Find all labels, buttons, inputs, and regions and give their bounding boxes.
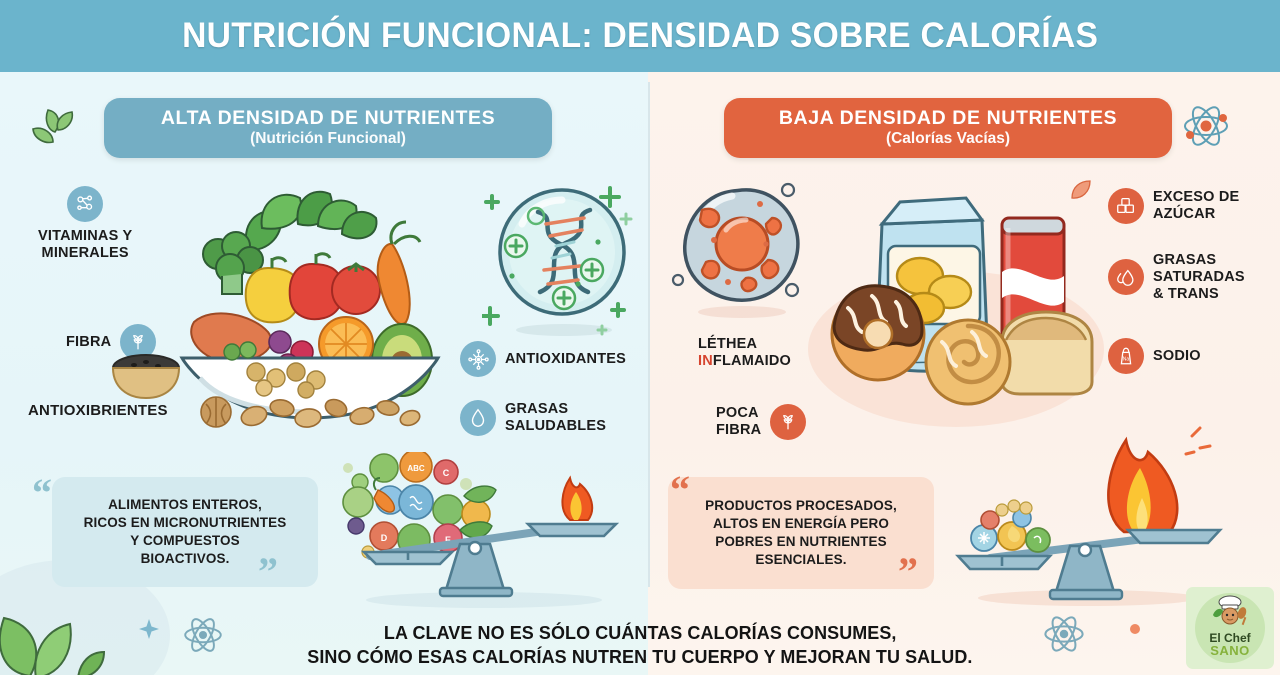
wheat-icon xyxy=(770,404,807,440)
feature-grasas-saturadas: GRASAS SATURADAS & TRANS xyxy=(1108,252,1245,302)
feature-label: VITAMINAS Y MINERALES xyxy=(38,228,133,261)
balance-scale-nutrients-illustration: ABC C D E xyxy=(342,452,620,608)
chef-character-icon xyxy=(1213,595,1247,626)
feature-antioxidantes: ANTIOXIDANTES xyxy=(460,341,626,377)
right-quote-close-mark: ” xyxy=(898,549,918,594)
junk-food-group-illustration xyxy=(808,196,1104,427)
feature-label-line2: INFLAMAIDO xyxy=(698,353,791,370)
feature-label: FIBRA xyxy=(66,333,112,350)
svg-text:D: D xyxy=(381,533,388,543)
right-quote-box: PRODUCTOS PROCESADOS, ALTOS EN ENERGÍA P… xyxy=(668,477,934,589)
sugar-cubes-icon xyxy=(1108,188,1144,224)
page-title: NUTRICIÓN FUNCIONAL: DENSIDAD SOBRE CALO… xyxy=(181,16,1099,55)
brand-logo: El Chef SANO xyxy=(1186,587,1274,669)
wheat-icon xyxy=(120,324,157,360)
feature-label: ANTIOXIBRIENTES xyxy=(28,402,168,419)
left-panel-title: ALTA DENSIDAD DE NUTRIENTES xyxy=(160,107,496,130)
logo-line-1: El Chef xyxy=(1209,631,1251,645)
svg-text:E: E xyxy=(445,535,451,545)
salt-shaker-icon: Na xyxy=(1108,338,1144,374)
svg-text:ABC: ABC xyxy=(407,464,425,473)
left-quote-box: ALIMENTOS ENTEROS, RICOS EN MICRONUTRIEN… xyxy=(52,477,318,587)
highlight-prefix: IN xyxy=(698,352,713,369)
feature-label: GRASAS SATURADAS & TRANS xyxy=(1153,252,1245,302)
feature-label: EXCESO DE AZÚCAR xyxy=(1153,189,1240,222)
left-panel-subtitle: (Nutrición Funcional) xyxy=(250,129,406,147)
left-panel-header: ALTA DENSIDAD DE NUTRIENTES (Nutrición F… xyxy=(104,98,552,158)
feature-label: GRASAS SALUDABLES xyxy=(505,401,607,434)
feature-label: POCA FIBRA xyxy=(716,405,762,438)
left-quote-text: ALIMENTOS ENTEROS, RICOS EN MICRONUTRIEN… xyxy=(83,496,287,567)
svg-text:Na: Na xyxy=(1123,357,1130,363)
right-panel-subtitle: (Calorías Vacías) xyxy=(885,129,1011,147)
vegetable-bowl-illustration xyxy=(179,190,441,420)
right-quote-text: PRODUCTOS PROCESADOS, ALTOS EN ENERGÍA P… xyxy=(705,497,897,568)
feature-grasas-saludables: GRASAS SALUDABLES xyxy=(460,400,606,436)
feature-label: SODIO xyxy=(1153,347,1201,364)
svg-text:C: C xyxy=(443,468,450,478)
panel-divider xyxy=(648,82,650,587)
antioxidant-icon xyxy=(460,341,496,377)
left-quote-close-mark: ” xyxy=(258,549,278,594)
seeds-bowl-illustration xyxy=(111,354,181,400)
footer-line-2: SINO CÓMO ESAS CALORÍAS NUTREN TU CUERPO… xyxy=(307,645,973,667)
droplet-icon xyxy=(460,400,496,436)
header-banner: NUTRICIÓN FUNCIONAL: DENSIDAD SOBRE CALO… xyxy=(0,0,1280,72)
inflamed-cell-illustration xyxy=(671,182,800,318)
healthy-cell-dna-illustration xyxy=(482,186,633,336)
feature-vitaminas-minerales: VITAMINAS Y MINERALES xyxy=(38,186,132,262)
right-panel-title: BAJA DENSIDAD DE NUTRIENTES xyxy=(778,107,1118,130)
footer-message: LA CLAVE NO ES SÓLO CUÁNTAS CALORÍAS CON… xyxy=(0,614,1280,675)
feature-sodio: Na SODIO xyxy=(1108,338,1201,374)
right-panel-header: BAJA DENSIDAD DE NUTRIENTES (Calorías Va… xyxy=(724,98,1172,158)
right-quote-open-mark: “ xyxy=(670,467,690,512)
fat-droplet-icon xyxy=(1108,259,1144,296)
logo-line-2: SANO xyxy=(1210,643,1250,658)
feature-label-line1: LÉTHEA xyxy=(698,336,758,352)
feature-antioxibrientes: ANTIOXIBRIENTES xyxy=(28,402,168,419)
footer-line-1: LA CLAVE NO ES SÓLO CUÁNTAS CALORÍAS CON… xyxy=(383,622,897,644)
feature-poca-fibra: POCA FIBRA xyxy=(716,404,807,440)
feature-fibra: FIBRA xyxy=(66,324,157,360)
feature-label: ANTIOXIDANTES xyxy=(505,350,627,367)
balance-scale-calories-illustration xyxy=(955,426,1223,606)
feature-lethea-inflamaido: LÉTHEA INFLAMAIDO xyxy=(698,336,791,370)
feature-exceso-azucar: EXCESO DE AZÚCAR xyxy=(1108,188,1239,224)
logo-disc: El Chef SANO xyxy=(1195,593,1265,663)
label-remainder: FLAMAIDO xyxy=(712,352,792,369)
left-quote-open-mark: “ xyxy=(32,470,52,515)
nuts-almonds-illustration xyxy=(200,396,421,428)
molecule-icon xyxy=(67,186,104,222)
